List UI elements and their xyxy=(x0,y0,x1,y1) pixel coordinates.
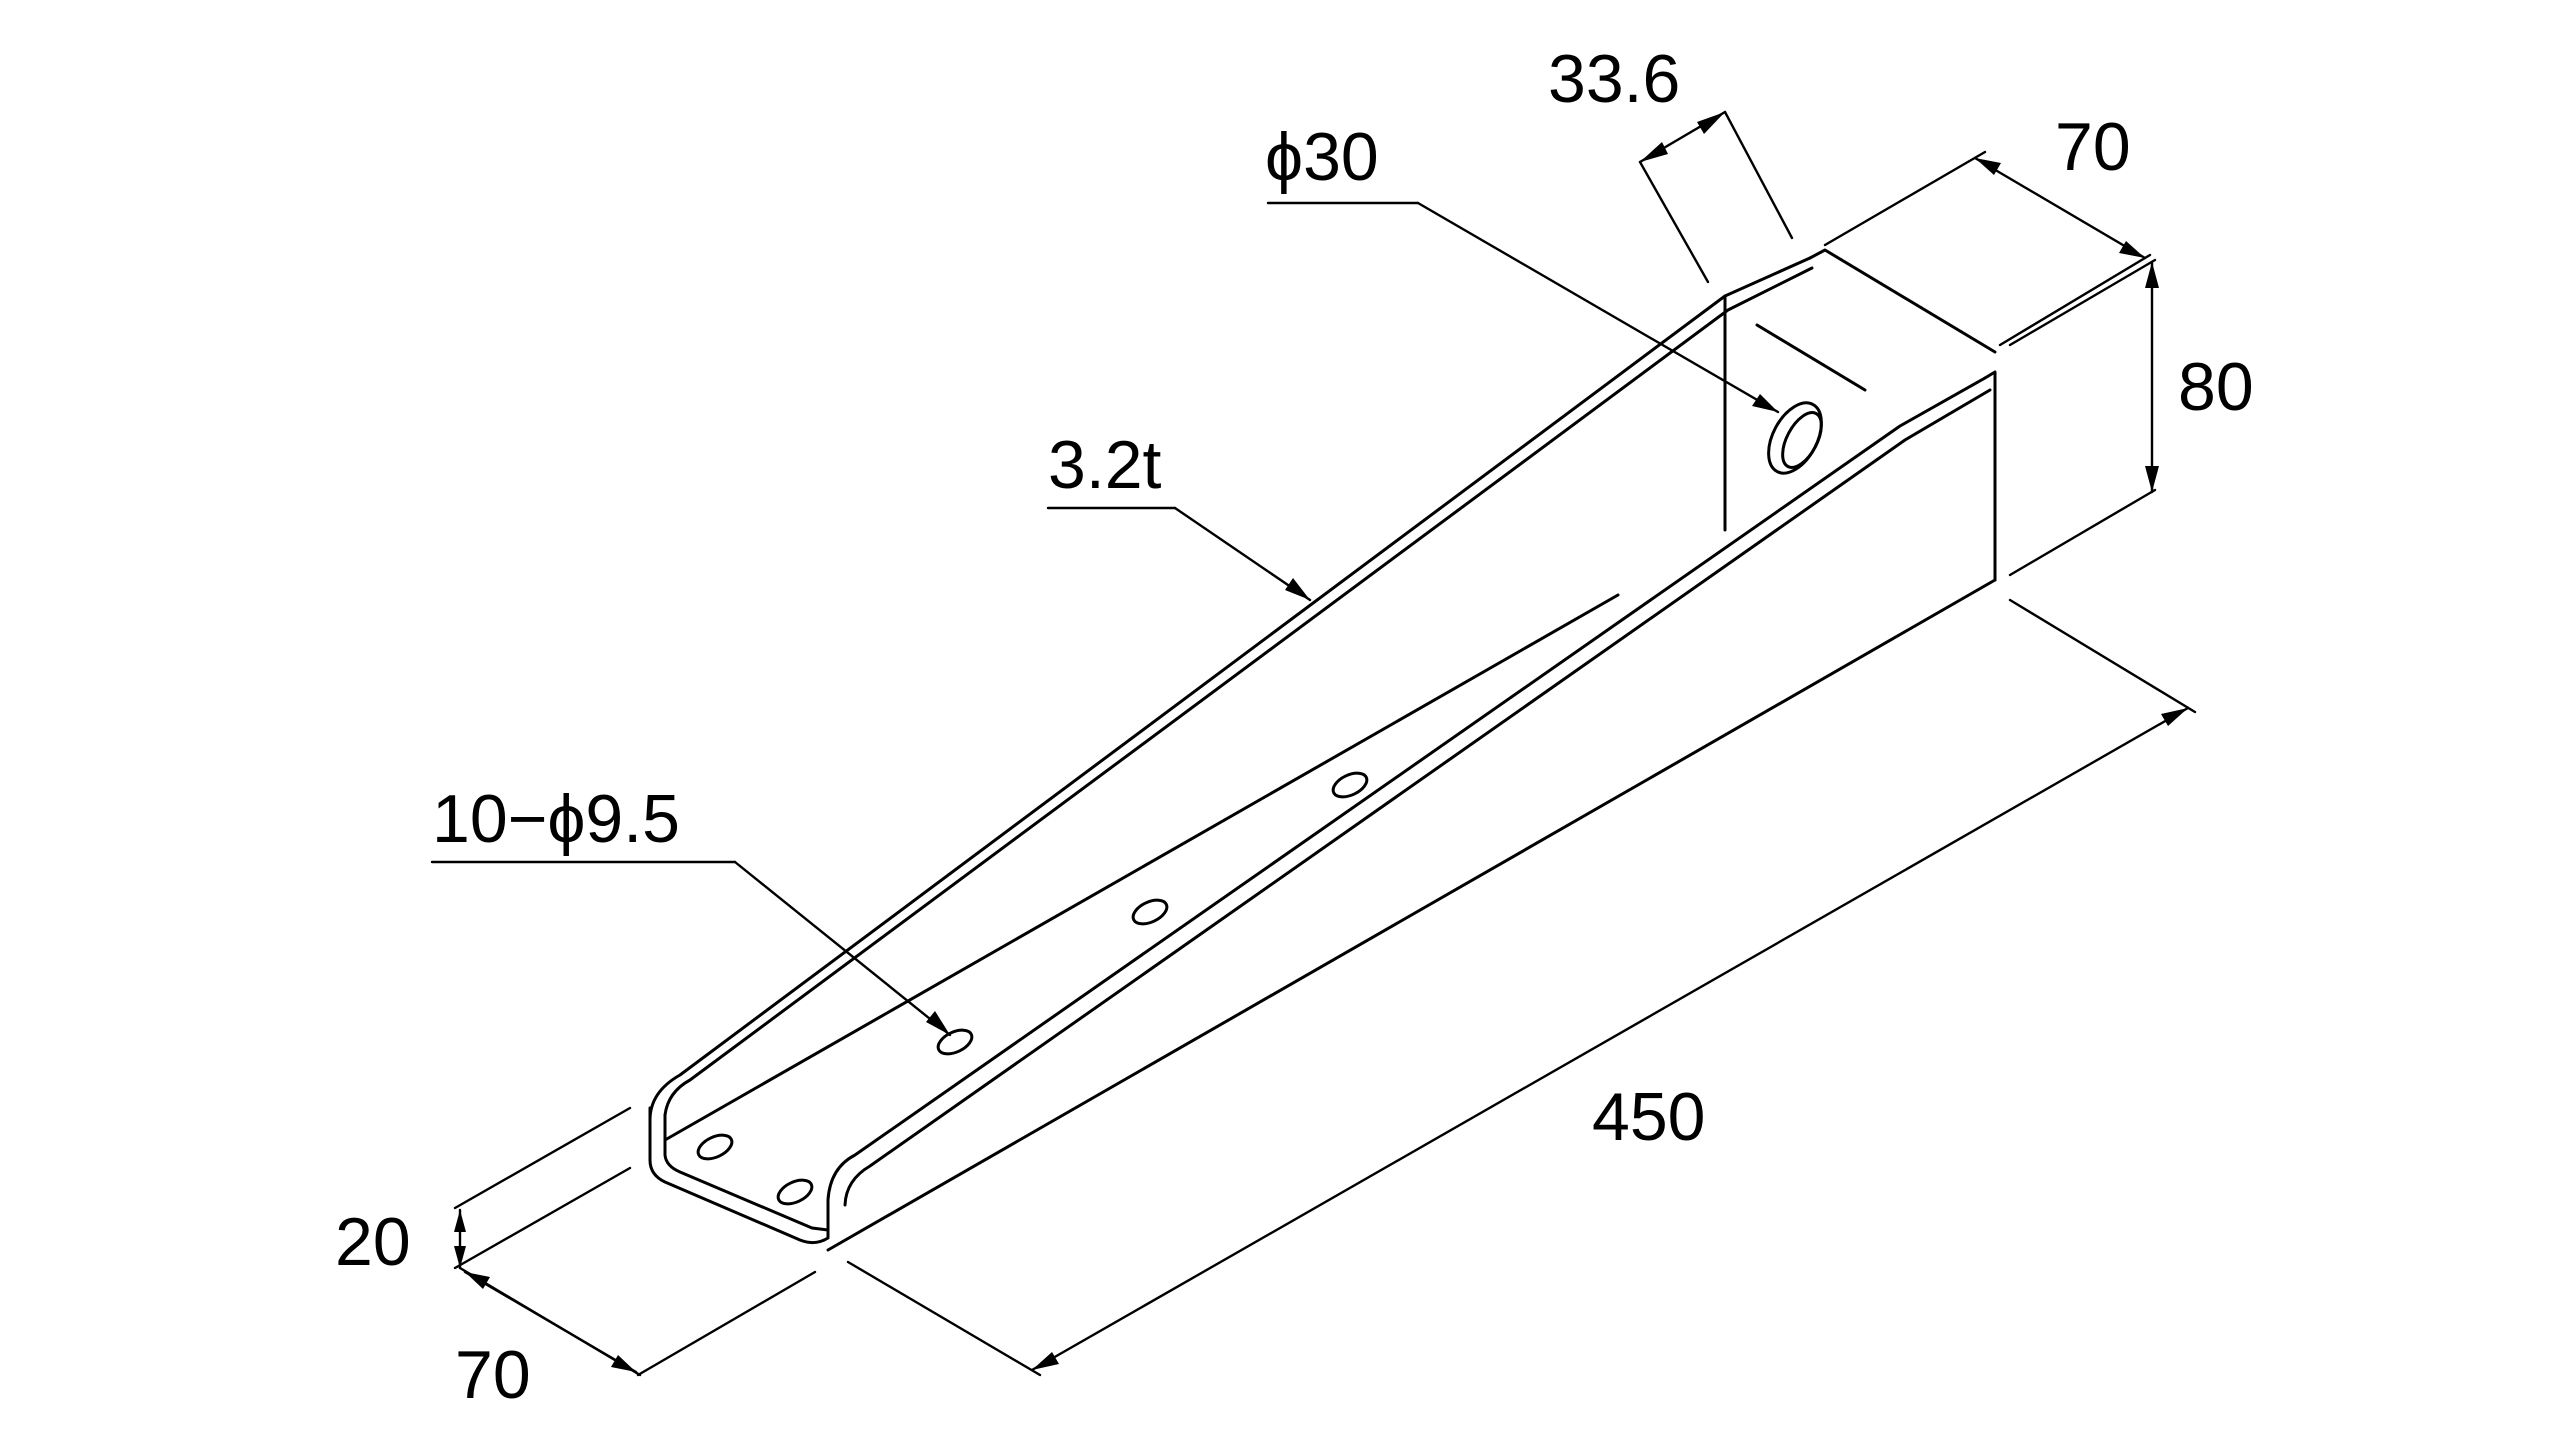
dim-80-ext-bottom xyxy=(2008,488,2157,577)
dim-20-ext-bottom xyxy=(453,1166,632,1270)
dim-20-arrow xyxy=(454,1246,466,1268)
label-holes: 10−ϕ9.5 xyxy=(432,781,680,857)
label-length: 450 xyxy=(1592,1079,1705,1155)
dim-33.6-ext-right xyxy=(1723,110,1794,240)
bracket-body xyxy=(648,248,1997,1252)
dim-20-ext-top xyxy=(453,1106,632,1210)
label-end-width: 70 xyxy=(455,1337,531,1413)
dim-20-arrow xyxy=(454,1210,466,1232)
dim-70-bottom-arrow xyxy=(611,1355,636,1372)
u-front-edge xyxy=(648,1118,830,1245)
dim-70-top-line xyxy=(1973,156,2147,260)
dim-70-top-arrow xyxy=(1975,158,2001,175)
dim-70-bottom-line xyxy=(463,1270,638,1374)
label-end-height: 20 xyxy=(335,1204,411,1280)
small-hole xyxy=(776,1178,814,1206)
dim-450-ext-a xyxy=(846,1260,1042,1377)
small-hole xyxy=(936,1028,974,1056)
holes-leader-arrow xyxy=(926,1011,950,1035)
dim-70-top-ext-b xyxy=(1998,253,2152,347)
dim-450-ext-b xyxy=(2008,598,2197,714)
small-hole xyxy=(1331,771,1369,799)
dim-80-arrow xyxy=(2145,262,2159,288)
outer-bottom-edge xyxy=(826,578,1997,1252)
dim-33.6-arrow xyxy=(1697,112,1725,134)
dim-70-top-ext-a xyxy=(1823,150,1987,247)
dimension-labels: 33.6 ϕ30 70 80 3.2t 10−ϕ9.5 450 20 70 xyxy=(335,41,2254,1413)
dim-33.6-arrow xyxy=(1640,142,1668,162)
right-flange-top xyxy=(826,376,1987,1202)
hole-leader-arrow xyxy=(1752,394,1778,412)
dim-33.6-ext-left xyxy=(1638,160,1710,284)
small-holes xyxy=(696,771,1369,1206)
left-flange-top xyxy=(648,256,1812,1122)
label-thickness: 3.2t xyxy=(1048,427,1162,503)
dim-70-bottom-ext-b xyxy=(636,1270,817,1377)
dim-80-arrow xyxy=(2145,466,2159,492)
label-width-top: 33.6 xyxy=(1548,41,1680,117)
label-hole-top: ϕ30 xyxy=(1265,119,1379,195)
dim-80-ext-top xyxy=(2008,258,2157,347)
label-top-width: 70 xyxy=(2055,109,2131,185)
thickness-leader-arrow xyxy=(1285,578,1310,600)
dim-450-arrow xyxy=(1032,1352,1059,1370)
holes-leader xyxy=(733,860,952,1037)
dimensions xyxy=(430,110,2197,1377)
end-face-top xyxy=(1808,248,1997,354)
end-inner-top xyxy=(1755,323,1867,392)
end-face-right xyxy=(1983,370,1997,582)
left-flange-inner xyxy=(663,266,1814,1117)
small-hole xyxy=(696,1133,734,1161)
hole-leader xyxy=(1416,201,1780,414)
small-hole xyxy=(1131,898,1169,926)
thickness-leader xyxy=(1173,506,1312,602)
web-left-edge xyxy=(663,593,1620,1142)
dim-450-arrow xyxy=(2161,708,2188,726)
dim-70-bottom-arrow xyxy=(465,1272,490,1289)
dim-450-line xyxy=(1030,706,2190,1372)
u-front-inner xyxy=(663,1113,830,1232)
right-flange-inner xyxy=(843,388,1992,1207)
label-height: 80 xyxy=(2178,349,2254,425)
large-hole-inner xyxy=(1781,411,1823,469)
dim-70-top-arrow xyxy=(2119,241,2145,258)
